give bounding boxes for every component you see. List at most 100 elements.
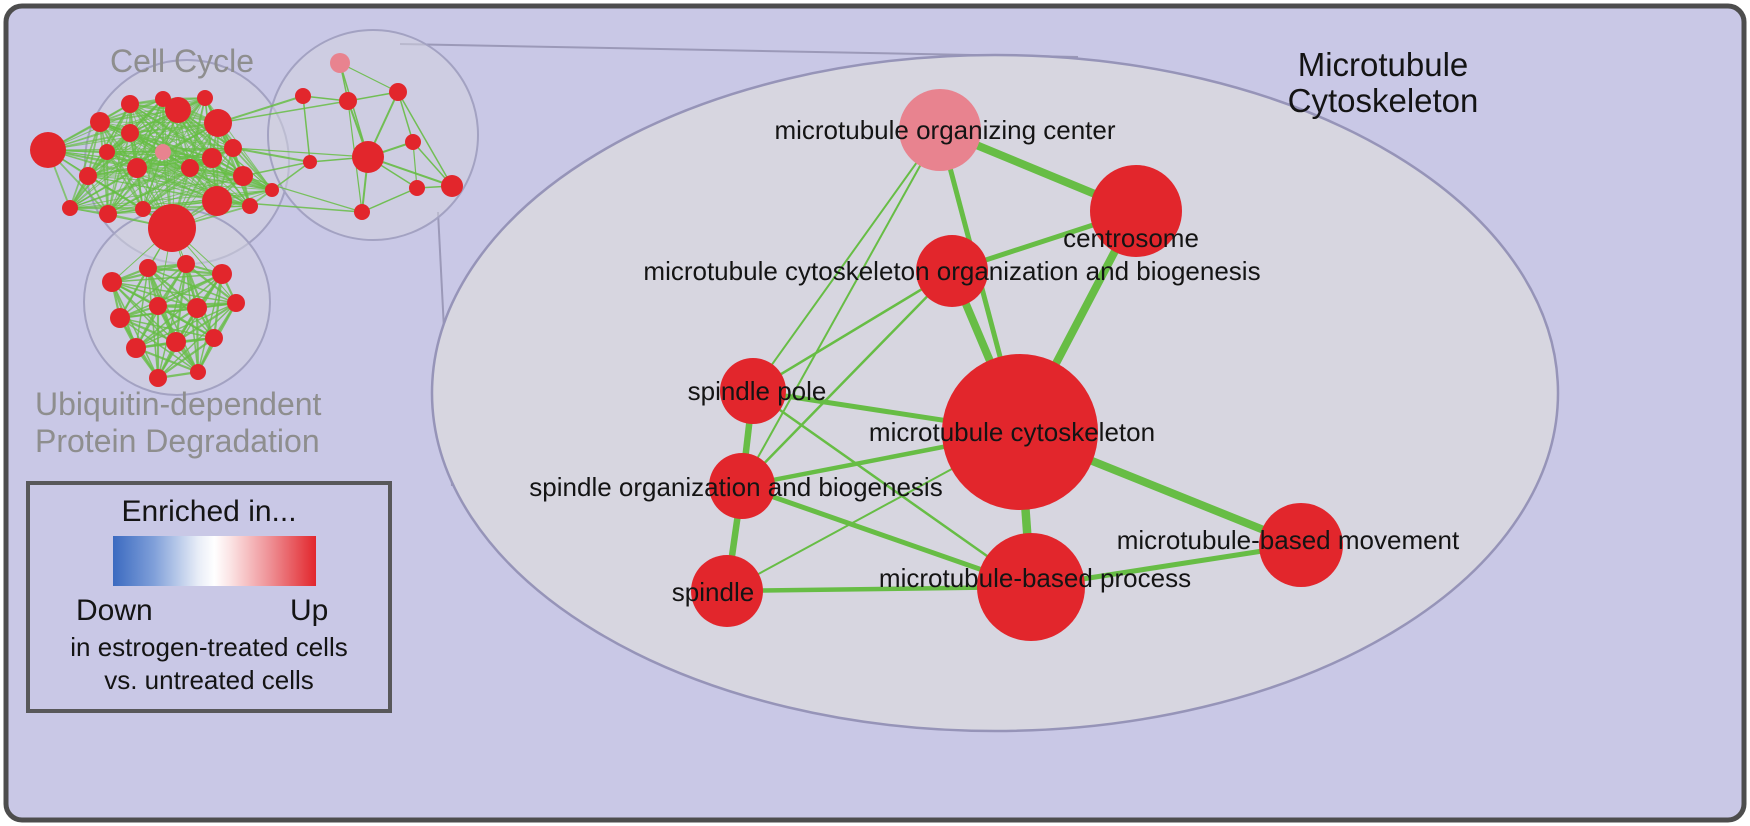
overview-edge <box>211 157 251 207</box>
overview-node <box>177 255 195 273</box>
overview-node <box>441 175 463 197</box>
overview-node <box>181 159 199 177</box>
overview-nodes <box>30 53 463 387</box>
zoom-node-label-mt_cytoskeleton: microtubule cytoskeleton <box>869 417 1155 447</box>
overview-node <box>90 112 110 132</box>
overview-edge <box>87 122 219 177</box>
overview-edge <box>69 121 101 209</box>
overview-edge <box>135 302 237 349</box>
figure-border <box>3 3 1747 823</box>
overview-edge <box>271 161 311 191</box>
zoom-node-mcob <box>916 235 988 307</box>
overview-edge <box>106 151 144 210</box>
overview-edge <box>147 267 159 379</box>
overview-node <box>354 204 370 220</box>
zoom-node-centrosome <box>1090 165 1182 257</box>
overview-edge <box>397 91 453 187</box>
overview-node <box>139 259 157 277</box>
zoom-node-moc <box>899 89 981 171</box>
zoom-node-labels: microtubule organizing centercentrosomem… <box>529 115 1460 607</box>
overview-node <box>205 329 223 347</box>
overview-edge <box>111 273 223 283</box>
overview-edge <box>217 95 304 124</box>
overview-edge <box>87 151 164 177</box>
overview-node <box>30 132 66 168</box>
overview-edge <box>197 273 223 373</box>
legend-up-label: Up <box>290 594 328 627</box>
legend-subtitle-line1: in estrogen-treated cells <box>70 632 347 662</box>
overview-node <box>121 124 139 142</box>
overview-node <box>405 134 421 150</box>
overview-node <box>202 186 232 216</box>
overview-edge <box>69 132 131 209</box>
overview-edge <box>242 175 363 213</box>
overview-node <box>303 155 317 169</box>
overview-node <box>135 201 151 217</box>
overview-edge <box>232 147 369 158</box>
overview-edge <box>69 175 244 209</box>
overview-node <box>409 180 425 196</box>
overview-edge <box>232 147 311 163</box>
overview-node <box>187 298 207 318</box>
overview-node <box>110 308 130 328</box>
overview-node <box>121 95 139 113</box>
zoom-node-mt_cytoskeleton <box>942 354 1098 510</box>
zoom-edge-mcob-spindle_pole <box>752 269 953 393</box>
zoom-node-label-spindle: spindle <box>672 577 754 607</box>
zoom-node-label-mt_movement: microtubule-based movement <box>1117 525 1460 555</box>
overview-edge <box>157 337 215 379</box>
overview-node <box>62 200 78 216</box>
overview-node <box>265 183 279 197</box>
zoom-node-mt_movement <box>1259 503 1343 587</box>
overview-edge <box>69 189 273 209</box>
zoom-nodes <box>691 89 1343 641</box>
overview-edge <box>175 302 237 343</box>
zoom-node-label-spindle_pole: spindle pole <box>688 376 827 406</box>
overview-node <box>155 91 171 107</box>
legend-gradient-bar <box>113 536 316 586</box>
overview-edge <box>106 151 109 215</box>
overview-edge <box>216 200 363 213</box>
zoom-node-mt_process <box>977 533 1085 641</box>
overview-edge <box>217 100 349 124</box>
overview-edge <box>135 307 198 349</box>
zoom-node-label-mt_process: microtubule-based process <box>879 563 1191 593</box>
overview-node <box>227 294 245 312</box>
overview-node <box>204 109 232 137</box>
overview-node <box>127 158 147 178</box>
zoom-node-spindle <box>691 555 763 627</box>
zoom-edge-spindle_pole-mt_process <box>752 389 1032 589</box>
overview-node <box>165 97 191 123</box>
zoom-node-spindle_org <box>709 453 775 519</box>
overview-edge <box>136 167 273 191</box>
cluster-circle-microtubule-cytoskeleton-small <box>267 29 479 241</box>
zoom-node-label-centrosome: centrosome <box>1063 223 1199 253</box>
legend-box <box>26 481 392 713</box>
overview-edge <box>69 109 179 209</box>
overview-edge <box>162 147 234 153</box>
overview-edge <box>111 281 199 373</box>
zoom-node-label-spindle_org: spindle organization and biogenesis <box>529 472 942 502</box>
overview-edge <box>142 98 164 210</box>
overview-node <box>126 338 146 358</box>
overview-node <box>352 141 384 173</box>
overview-edge <box>111 281 177 343</box>
overview-node <box>99 205 117 223</box>
overview-edge <box>129 132 213 159</box>
overview-node <box>242 198 258 214</box>
overview-edge <box>217 122 273 191</box>
overview-node <box>155 144 171 160</box>
legend-down-label: Down <box>76 594 153 627</box>
legend-subtitle-line2: vs. untreated cells <box>104 665 314 695</box>
zoom-edge-moc-spindle_pole <box>752 129 941 392</box>
overview-edge <box>69 151 164 209</box>
overview-node <box>166 332 186 352</box>
overview-node <box>295 88 311 104</box>
zoom-node-spindle_pole <box>720 358 786 424</box>
overview-edge <box>157 273 223 307</box>
overview-edge <box>162 151 273 191</box>
overview-node <box>79 167 97 185</box>
overview-node <box>190 364 206 380</box>
overview-node <box>148 204 196 252</box>
